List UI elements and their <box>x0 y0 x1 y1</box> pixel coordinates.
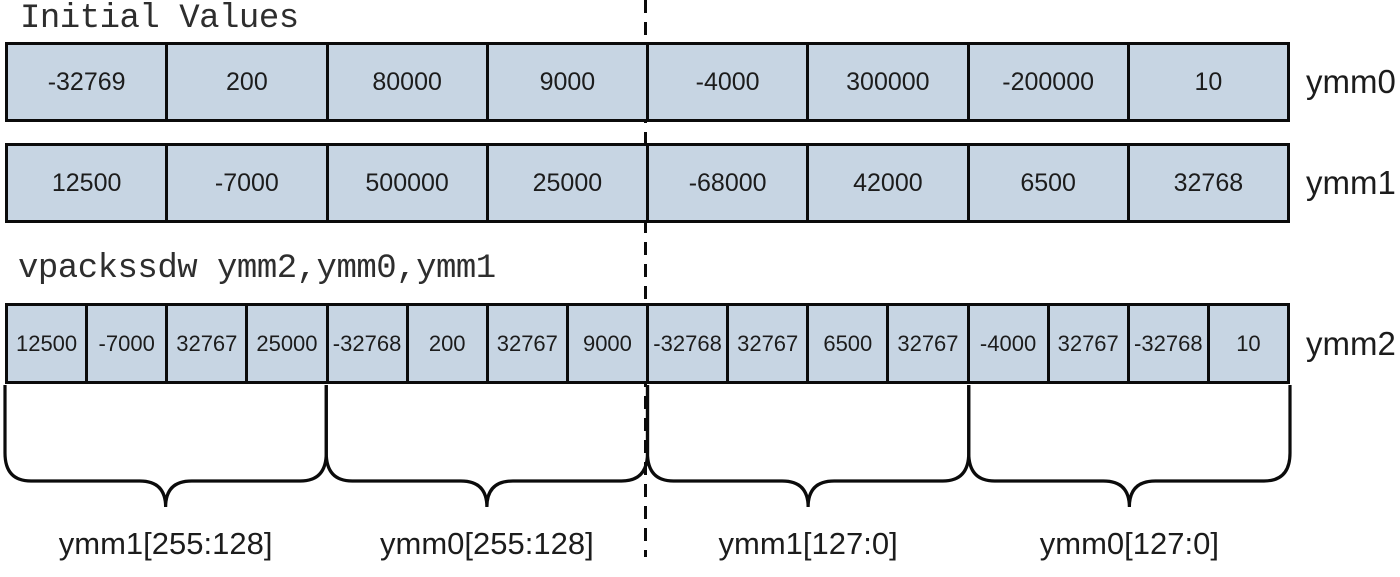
brace-label: ymm0[127:0] <box>1039 526 1219 561</box>
register-cell: -4000 <box>966 306 1047 381</box>
register-cell: 500000 <box>325 146 486 220</box>
register-cell: -200000 <box>966 45 1127 119</box>
register-cell: 42000 <box>806 146 967 220</box>
lane-divider-dashed-line <box>644 0 647 557</box>
register-cell: 32768 <box>1126 146 1287 220</box>
register-cell: 32767 <box>886 306 967 381</box>
register-cell: -4000 <box>646 45 807 119</box>
register-name-label: ymm1 <box>1306 164 1396 201</box>
register-cell: -32769 <box>8 45 166 119</box>
register-cell: 25000 <box>245 306 326 381</box>
register-cell: 32767 <box>1046 306 1127 381</box>
register-cell: 32767 <box>165 306 246 381</box>
register-cell: 80000 <box>325 45 486 119</box>
register-cell: 10 <box>1126 45 1287 119</box>
register-cell: 6500 <box>966 146 1127 220</box>
register-cell: 25000 <box>485 146 646 220</box>
register-cell: -68000 <box>646 146 807 220</box>
instruction-text: vpackssdw ymm2,ymm0,ymm1 <box>18 250 496 288</box>
curly-brace <box>967 385 1292 508</box>
register-cell: 10 <box>1206 306 1287 381</box>
register-cell: 32767 <box>485 306 566 381</box>
curly-brace <box>324 385 650 508</box>
register-cell: 9000 <box>485 45 646 119</box>
register-cell: 32767 <box>726 306 807 381</box>
register-cell: -32768 <box>646 306 727 381</box>
register-cell: 6500 <box>806 306 887 381</box>
register-cell: 300000 <box>806 45 967 119</box>
register-cell: -32768 <box>1126 306 1207 381</box>
register-cell: 12500 <box>8 306 86 381</box>
register-cell: 9000 <box>565 306 646 381</box>
register-name-label: ymm2 <box>1306 324 1396 362</box>
register-cell: 200 <box>165 45 326 119</box>
register-cell: 12500 <box>8 146 166 220</box>
register-cell: 200 <box>405 306 486 381</box>
source-lane-braces <box>3 385 1292 508</box>
brace-label: ymm1[127:0] <box>718 526 898 561</box>
initial-values-title: Initial Values <box>20 0 299 38</box>
brace-label: ymm0[255:128] <box>380 526 594 561</box>
register-cell: -7000 <box>165 146 326 220</box>
curly-brace <box>645 385 971 508</box>
register-name-label: ymm0 <box>1306 63 1396 100</box>
curly-brace <box>3 385 328 508</box>
brace-label: ymm1[255:128] <box>58 526 273 561</box>
register-cell: -32768 <box>325 306 406 381</box>
register-cell: -7000 <box>85 306 166 381</box>
